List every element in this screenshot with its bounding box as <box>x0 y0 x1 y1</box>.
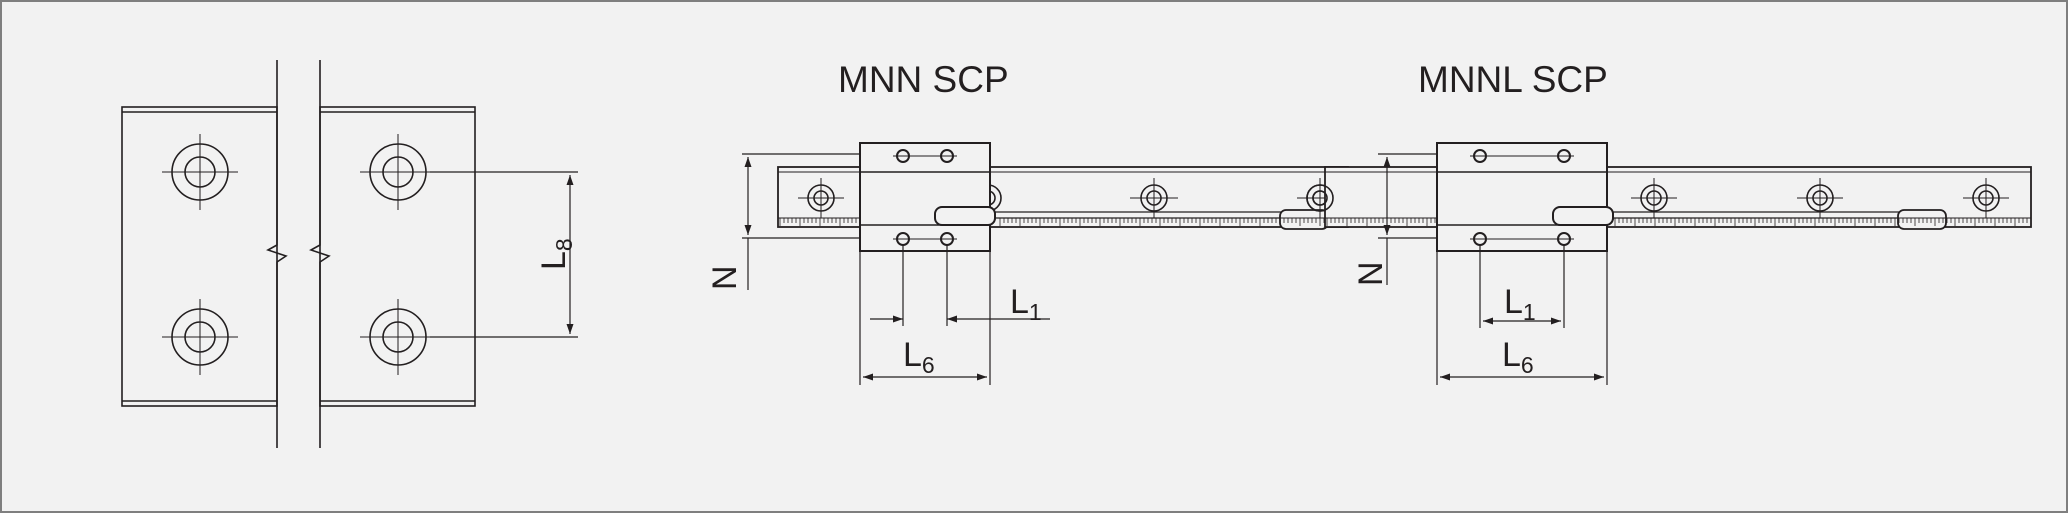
dimension-n-left <box>742 153 860 290</box>
view-title-mnn: MNN SCP <box>838 59 1009 100</box>
hole <box>162 299 238 375</box>
dimension-l8 <box>430 171 578 338</box>
break-line-left <box>266 60 288 448</box>
carriage-mnnl <box>1436 142 1614 252</box>
dimension-label-n-right: N <box>1352 261 1390 286</box>
scale-ticks-mnnl <box>1326 218 2028 226</box>
hole <box>798 178 844 218</box>
hole <box>360 134 436 210</box>
dimension-label-l6-left: L6 <box>903 336 935 378</box>
dimension-n-right <box>1378 153 1437 285</box>
dimension-l6-left <box>859 251 991 385</box>
hole <box>360 299 436 375</box>
dimension-label-l1-left: L1 <box>1010 283 1042 325</box>
dimension-label-l1-right: L1 <box>1504 283 1536 325</box>
hole <box>1130 178 1178 218</box>
carriage-mnn <box>859 142 996 252</box>
scale-ticks-mnn <box>779 218 1345 226</box>
dimension-label-l6-right: L6 <box>1502 336 1534 378</box>
dimension-l6-right <box>1436 251 1608 385</box>
dimension-label-n-left: N <box>706 265 744 290</box>
dimension-l1-right <box>1479 244 1565 328</box>
break-line-right <box>309 60 331 448</box>
hole <box>162 134 238 210</box>
hole <box>1797 178 1843 218</box>
hole <box>1631 178 1677 218</box>
hole <box>1963 178 2009 218</box>
view-title-mnnl: MNNL SCP <box>1418 59 1608 100</box>
hole <box>1306 184 1334 212</box>
dimension-l1-left <box>870 244 1050 326</box>
dimension-label-l8: L8 <box>535 238 577 270</box>
